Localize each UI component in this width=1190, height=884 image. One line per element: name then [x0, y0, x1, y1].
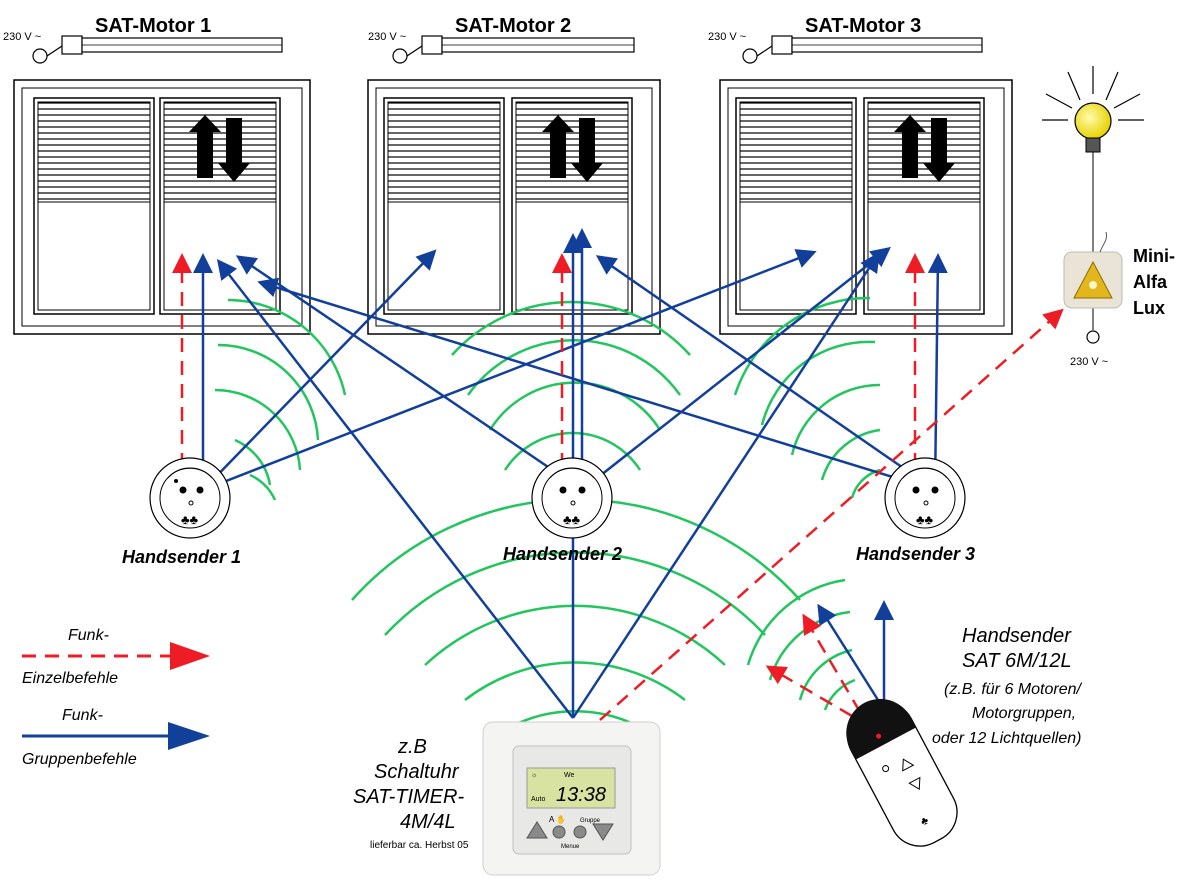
motor-1-voltage: 230 V ~ — [3, 31, 41, 43]
motor-3 — [742, 35, 983, 64]
timer-a-button[interactable] — [552, 825, 566, 839]
handsender-2-device[interactable]: ♣♣ — [531, 457, 613, 539]
motor-head-icon — [421, 35, 443, 55]
timer-hand-icon: ✋ — [556, 814, 566, 824]
timer-display — [526, 767, 616, 809]
mini-alfa-lux-label-1: Mini- — [1133, 246, 1175, 266]
remote-label-4: Motorgruppen, — [972, 705, 1076, 722]
motor-1-title: SAT-Motor 1 — [95, 15, 211, 37]
timer-gruppe-button[interactable] — [573, 825, 587, 839]
timer-display-time: 13:38 — [556, 784, 606, 806]
remote-device[interactable]: ♣ — [834, 687, 967, 857]
timer-label-3: SAT-TIMER- — [353, 786, 464, 808]
group-command-arrows — [193, 228, 948, 719]
radio-waves — [214, 296, 881, 732]
remote-logo-icon: ♣♣ — [181, 512, 199, 527]
power-socket-icon — [392, 48, 408, 64]
remote-select-button[interactable] — [882, 765, 890, 773]
timer-up-button[interactable] — [526, 821, 548, 839]
mini-alfa-lux-device — [1063, 231, 1123, 309]
remote-label-1: Handsender — [962, 625, 1072, 647]
motor-1 — [32, 35, 283, 64]
timer-display-day: We — [564, 772, 574, 779]
timer-label-a: A — [549, 815, 555, 824]
power-socket-icon — [32, 48, 48, 64]
timer-label-2: Schaltuhr — [374, 761, 460, 783]
motor-head-icon — [771, 35, 793, 55]
legend-single-arrowhead — [170, 642, 210, 670]
handsender-3-label: Handsender 3 — [856, 544, 975, 564]
remote-label-3: (z.B. für 6 Motoren/ — [944, 681, 1082, 698]
legend-single-line1: Funk- — [68, 627, 109, 644]
lamp — [1042, 66, 1144, 344]
motor-2 — [392, 35, 635, 64]
legend-single-line2: Einzelbefehle — [22, 670, 118, 687]
motor-3-voltage: 230 V ~ — [708, 31, 746, 43]
light-rays-icon — [1042, 66, 1144, 121]
timer-menue-label: Menue — [561, 844, 580, 850]
legend-group-line2: Gruppenbefehle — [22, 751, 137, 768]
legend: Funk- Einzelbefehle Funk- Gruppenbefehle — [22, 627, 210, 768]
remote-top-band — [846, 698, 916, 760]
remote-led-icon — [876, 733, 882, 739]
timer-label-4: 4M/4L — [400, 811, 456, 833]
legend-group-arrowhead — [168, 722, 210, 750]
up-down-arrows-icon — [542, 115, 603, 182]
motor-head-icon — [61, 35, 83, 55]
remote-up-button[interactable] — [898, 756, 915, 772]
lamp-voltage: 230 V ~ — [1070, 356, 1108, 368]
remote-logo-icon: ♣♣ — [563, 512, 581, 527]
remote-label-2: SAT 6M/12L — [962, 650, 1072, 672]
timer-label-gruppe: Gruppe — [580, 818, 601, 824]
mini-alfa-lux-label-2: Alfa — [1133, 272, 1168, 292]
timer-down-button[interactable] — [592, 823, 614, 841]
motor-2-title: SAT-Motor 2 — [455, 15, 571, 37]
handsender-2-label: Handsender 2 — [503, 544, 622, 564]
mini-alfa-lux-label-3: Lux — [1133, 298, 1165, 318]
remote-logo-icon: ♣♣ — [916, 512, 934, 527]
motor-3-title: SAT-Motor 3 — [805, 15, 921, 37]
window-1 — [13, 79, 311, 335]
handsender-3-device[interactable]: ♣♣ — [884, 457, 966, 539]
power-socket-icon — [1086, 330, 1100, 344]
timer-device[interactable]: ☼ We Auto 13:38 A Gruppe ✋ Menue — [482, 721, 661, 876]
single-command-arrows — [172, 253, 1064, 721]
timer-display-mode: Auto — [531, 796, 546, 803]
handsender-1-device[interactable]: ♣♣ — [149, 457, 231, 539]
window-3 — [719, 79, 1013, 335]
motor-2-voltage: 230 V ~ — [368, 31, 406, 43]
up-down-arrows-icon — [894, 115, 955, 182]
legend-group-line1: Funk- — [62, 707, 103, 724]
remote-down-button[interactable] — [908, 776, 924, 792]
power-socket-icon — [742, 48, 758, 64]
bulb-icon — [1074, 102, 1112, 140]
timer-sun-icon: ☼ — [531, 772, 537, 779]
bulb-socket — [1085, 137, 1101, 153]
timer-availability-note: lieferbar ca. Herbst 05 — [370, 840, 469, 851]
sensor-icon — [1073, 260, 1113, 299]
handsender-1-label: Handsender 1 — [122, 547, 241, 567]
timer-label-1: z.B — [397, 736, 427, 758]
up-down-arrows-icon — [189, 115, 250, 182]
remote-label-5: oder 12 Lichtquellen) — [932, 730, 1081, 747]
window-2 — [367, 79, 661, 335]
